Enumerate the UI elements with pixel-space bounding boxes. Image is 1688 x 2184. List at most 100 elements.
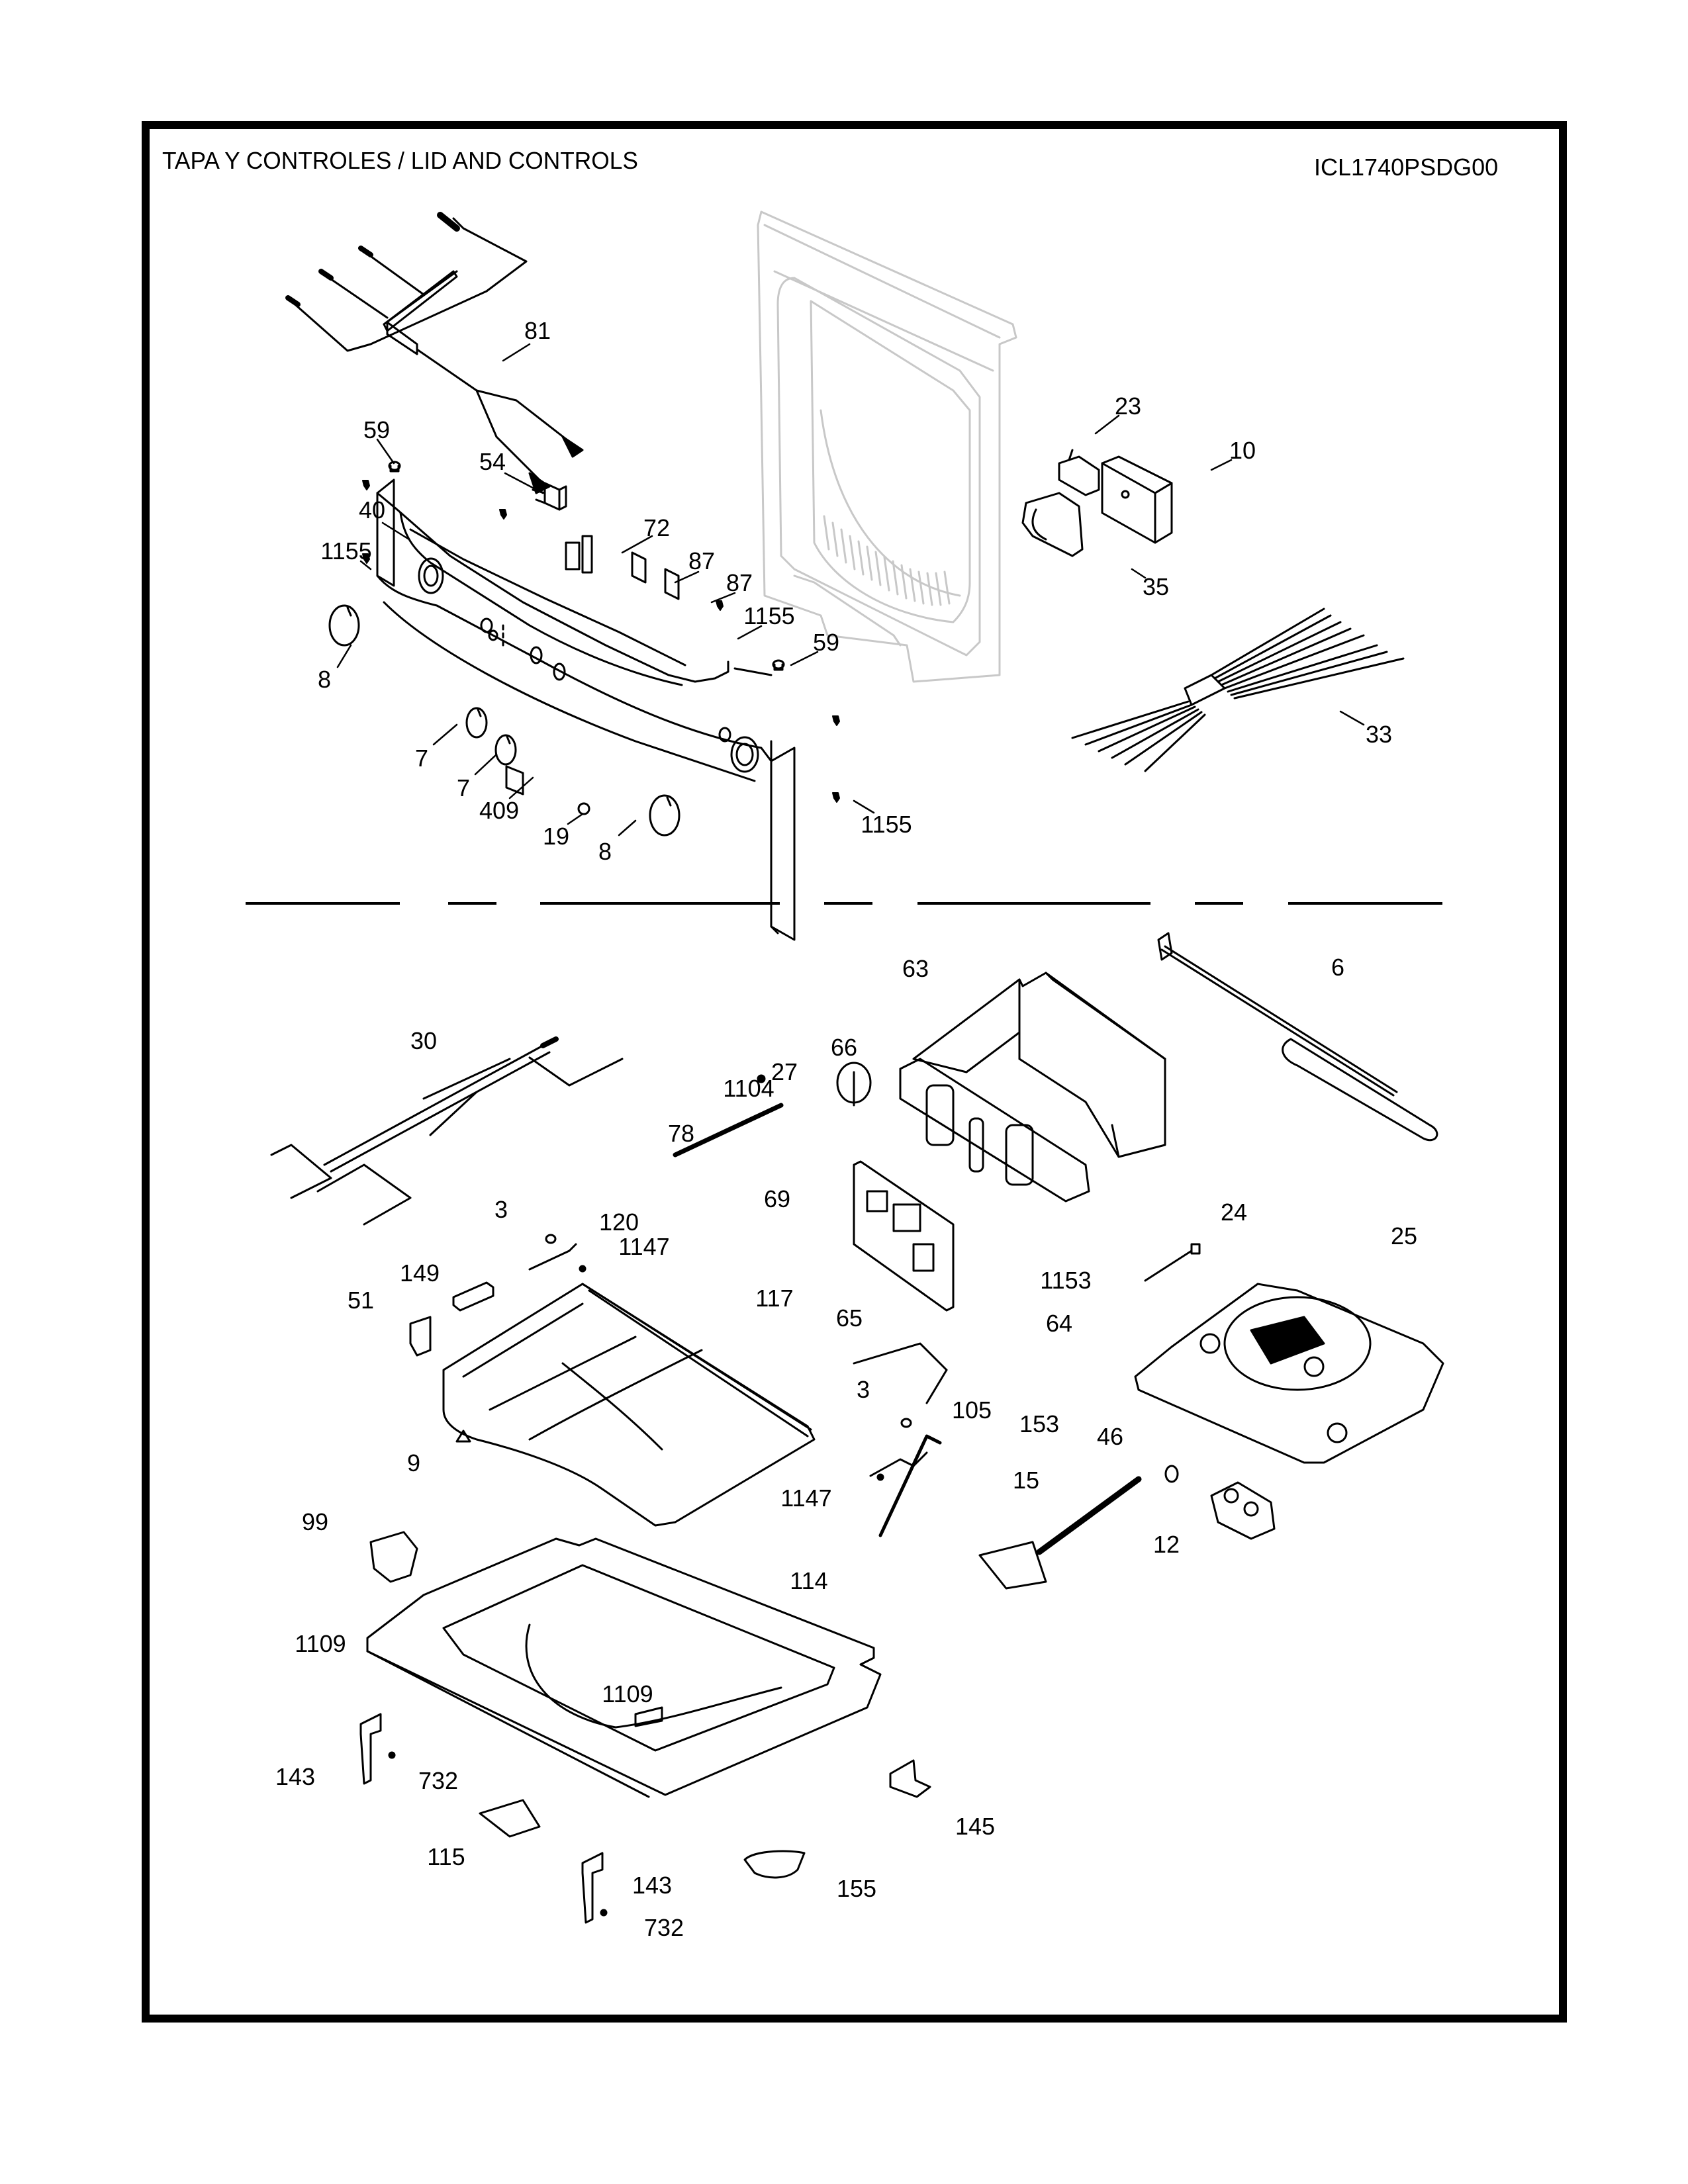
callout-label-65: 65 <box>835 1304 863 1332</box>
part-72-switch-block <box>565 535 593 574</box>
part-115-handle <box>479 1799 541 1838</box>
callout-label-66: 66 <box>830 1034 858 1061</box>
part-59-plug <box>772 659 785 671</box>
callout-label-51: 51 <box>347 1287 375 1314</box>
callout-label-105: 105 <box>951 1396 992 1424</box>
section-divider-dash <box>540 902 780 905</box>
part-8-knob <box>649 794 680 837</box>
diagram-frame <box>142 121 1567 2023</box>
callout-label-30: 30 <box>410 1027 438 1054</box>
part-7-knob <box>465 707 488 739</box>
callout-label-63: 63 <box>902 955 929 982</box>
callout-label-143: 143 <box>275 1763 316 1790</box>
part-40-console-panel <box>376 478 796 941</box>
part-7-knob <box>494 734 517 766</box>
part-8-knob <box>328 604 360 647</box>
cabinet-vent-slots <box>823 515 951 606</box>
callout-label-1109: 1109 <box>295 1630 346 1657</box>
part-9-bumper <box>455 1430 471 1443</box>
callout-label-54: 54 <box>479 448 506 475</box>
section-divider-dash <box>917 902 1150 905</box>
part-46-nut <box>1164 1465 1179 1483</box>
callout-label-120: 120 <box>598 1208 639 1236</box>
part-3-grommet <box>900 1418 912 1428</box>
part-149-latch <box>452 1281 494 1312</box>
callout-label-15: 15 <box>1012 1467 1040 1494</box>
callout-label-19: 19 <box>542 823 570 850</box>
part-153-spring <box>878 1434 942 1537</box>
diagram-title: TAPA Y CONTROLES / LID AND CONTROLS <box>162 147 638 174</box>
callout-label-732: 732 <box>643 1914 684 1941</box>
part-105-rod <box>869 1451 928 1477</box>
callout-label-1104: 1104 <box>723 1075 774 1102</box>
callout-label-72: 72 <box>643 514 671 541</box>
callout-label-40: 40 <box>358 496 386 523</box>
callout-label-7: 7 <box>414 745 429 772</box>
part-30-wiring <box>270 1036 624 1226</box>
section-divider-dash <box>1288 902 1442 905</box>
part-24-sensor <box>1144 1243 1201 1282</box>
part-87-switch <box>664 568 680 600</box>
part-33-wire-harness <box>1071 608 1405 772</box>
part-10-timer <box>1101 455 1173 544</box>
part-3-grommet <box>545 1234 557 1244</box>
part-87-switch <box>631 551 647 584</box>
part-12-water-valve <box>1210 1481 1276 1540</box>
part-1104-screw <box>757 1074 766 1083</box>
model-number: ICL1740PSDG00 <box>1314 154 1499 181</box>
part-114-top-panel <box>366 1537 882 1798</box>
callout-label-12: 12 <box>1152 1531 1180 1558</box>
callout-label-117: 117 <box>755 1285 794 1312</box>
callout-label-27: 27 <box>771 1058 798 1085</box>
part-409-badge <box>505 765 524 796</box>
callout-label-732: 732 <box>418 1767 459 1794</box>
callout-label-3: 3 <box>856 1376 870 1403</box>
part-69-control-board <box>853 1160 955 1312</box>
callout-label-1153: 1153 <box>1040 1267 1092 1294</box>
section-divider-dash <box>246 902 400 905</box>
callout-label-25: 25 <box>1390 1222 1418 1250</box>
part-99-lock-switch <box>369 1531 418 1583</box>
part-143-hinge <box>581 1852 604 1924</box>
callout-label-1155: 1155 <box>320 537 372 565</box>
callout-label-1155: 1155 <box>743 602 795 629</box>
part-117-lid <box>442 1283 816 1527</box>
part-25-dispenser <box>1134 1283 1444 1464</box>
callout-label-1155: 1155 <box>861 811 912 838</box>
callout-label-69: 69 <box>763 1185 791 1212</box>
callout-label-3: 3 <box>494 1196 508 1223</box>
callout-label-145: 145 <box>955 1813 996 1840</box>
callout-label-9: 9 <box>406 1449 421 1477</box>
part-19-button <box>577 802 590 815</box>
part-65-wire <box>853 1342 948 1404</box>
callout-label-87: 87 <box>688 547 716 574</box>
part-155-cap <box>743 1850 806 1879</box>
cabinet-ghost-outline <box>757 210 1017 683</box>
callout-label-87: 87 <box>726 569 753 596</box>
callout-label-8: 8 <box>317 666 332 693</box>
callout-label-33: 33 <box>1365 721 1393 748</box>
part-51-clip <box>409 1316 432 1357</box>
callout-label-1147: 1147 <box>618 1233 670 1260</box>
screws <box>362 480 840 803</box>
callout-label-24: 24 <box>1220 1199 1248 1226</box>
callout-label-149: 149 <box>399 1259 440 1287</box>
callout-label-35: 35 <box>1142 573 1170 600</box>
part-78-tube <box>673 1103 784 1158</box>
callout-label-153: 153 <box>1019 1410 1060 1437</box>
part-6-heater <box>1157 932 1438 1142</box>
callout-label-23: 23 <box>1114 392 1142 420</box>
part-120-link <box>528 1243 577 1271</box>
callout-label-114: 114 <box>790 1567 828 1594</box>
section-divider-dash <box>824 902 872 905</box>
section-divider-dash <box>448 902 496 905</box>
callout-label-64: 64 <box>1045 1310 1073 1337</box>
leader-lines <box>336 343 1365 837</box>
callout-label-78: 78 <box>667 1120 695 1147</box>
callout-label-6: 6 <box>1331 954 1345 981</box>
callout-label-46: 46 <box>1096 1423 1124 1450</box>
part-15-damper <box>978 1476 1142 1590</box>
part-27-pressure-switch <box>836 1062 872 1107</box>
part-1147-rivet <box>579 1265 884 1481</box>
callout-label-155: 155 <box>836 1875 877 1902</box>
